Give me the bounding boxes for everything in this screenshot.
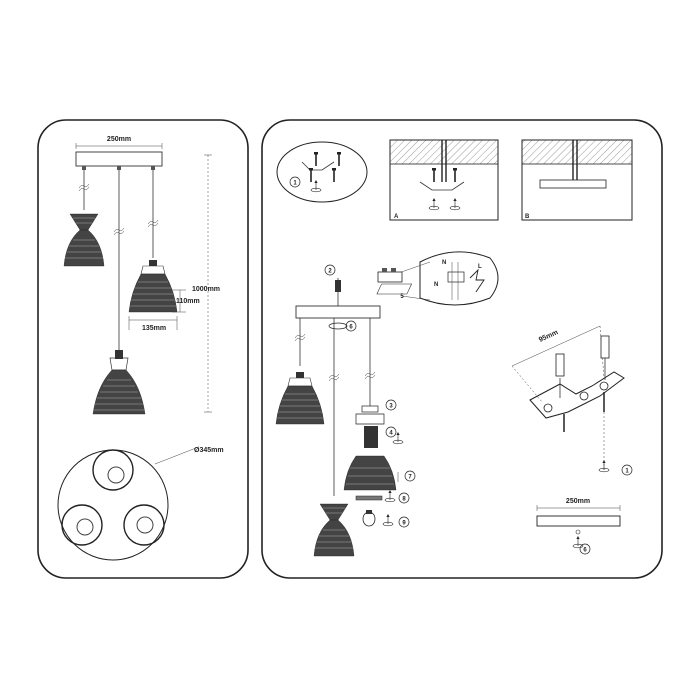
exploded-assembly bbox=[275, 264, 416, 557]
canopy-bar-detail bbox=[536, 505, 621, 555]
mounting-bracket bbox=[511, 325, 633, 476]
width-label: 250mm bbox=[107, 136, 131, 143]
step-6-label-a: 6 bbox=[349, 325, 353, 331]
height-label: 1000mm bbox=[192, 286, 220, 293]
step-6-label-b: 6 bbox=[583, 548, 587, 554]
live-label: L bbox=[478, 264, 482, 270]
wiring-callout bbox=[376, 251, 499, 306]
step-1-label-a: 1 bbox=[293, 181, 297, 187]
step-3-label: 3 bbox=[389, 404, 393, 410]
drop-label: 110mm bbox=[176, 298, 200, 305]
neutral-label-side: N bbox=[434, 282, 438, 288]
step-5-label: 5 bbox=[400, 294, 404, 300]
step-8-label: 8 bbox=[402, 497, 406, 503]
step-9-label: 9 bbox=[402, 521, 406, 527]
box-b-label: B bbox=[525, 214, 530, 220]
right-panel bbox=[261, 119, 663, 579]
box-a-label: A bbox=[394, 214, 399, 220]
box-a-ceiling-mount bbox=[389, 139, 499, 221]
box-b-ceiling-mount bbox=[521, 139, 633, 221]
assembled-fixture bbox=[63, 143, 212, 415]
left-panel bbox=[37, 119, 249, 579]
bracket-hole-label: 95mm bbox=[538, 329, 559, 344]
step-2-label: 2 bbox=[328, 269, 332, 275]
step1-detail bbox=[276, 141, 368, 203]
neutral-label-top: N bbox=[442, 260, 446, 266]
canopy-top-view bbox=[57, 447, 197, 561]
shade-width-label: 135mm bbox=[142, 325, 166, 332]
step-4-label: 4 bbox=[389, 431, 393, 437]
bar-width-label: 250mm bbox=[566, 498, 590, 505]
canopy-diameter-label: Ø345mm bbox=[194, 447, 224, 454]
step-7-label: 7 bbox=[408, 475, 412, 481]
step-1-label-b: 1 bbox=[625, 469, 629, 475]
